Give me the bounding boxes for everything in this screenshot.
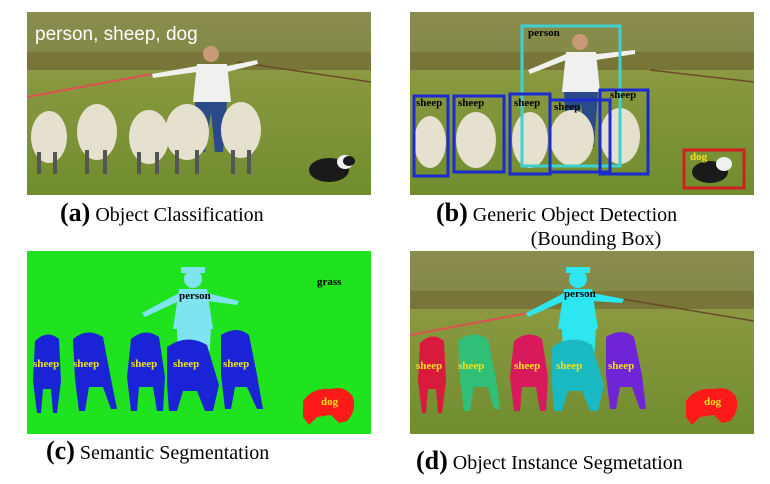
person-box-label: person — [528, 27, 560, 39]
person-bounding-box — [520, 24, 622, 168]
sheep-instance-mask — [606, 332, 646, 409]
instance-mask: person sheep sheep sheep sheep sheep dog — [410, 251, 754, 434]
caption-c: (c) Semantic Segmentation — [46, 436, 269, 466]
sheep-bounding-box — [452, 94, 506, 174]
person-mask-label: person — [179, 290, 211, 302]
sheep-box-label: sheep — [610, 89, 636, 101]
caption-a-text: Object Classification — [95, 204, 264, 226]
sheep-instance-mask — [510, 334, 548, 411]
caption-c-text: Semantic Segmentation — [79, 442, 270, 464]
sheep-box-label: sheep — [514, 97, 540, 109]
person-figure — [152, 46, 258, 152]
dog-bounding-box — [682, 148, 746, 190]
dog-instance-label: dog — [704, 396, 722, 408]
caption-c-letter: (c) — [46, 436, 75, 465]
sheep-bounding-box — [548, 98, 612, 174]
sheep-box-label: sheep — [416, 97, 442, 109]
caption-a-letter: (a) — [60, 198, 91, 227]
sheep-instance-label: sheep — [416, 360, 442, 372]
panel-c-image: grass person sheep sheep sheep sheep she… — [27, 251, 371, 434]
sheep-mask-label: sheep — [223, 358, 249, 370]
sheep-instance-mask — [552, 339, 604, 411]
panel-a-image: person, sheep, dog — [27, 12, 371, 195]
sheep-box-label: sheep — [554, 101, 580, 113]
semantic-mask: grass person sheep sheep sheep sheep she… — [27, 251, 371, 434]
panel-d-image: person sheep sheep sheep sheep sheep dog — [410, 251, 754, 434]
dog-figure — [692, 157, 732, 183]
sheep-instance-label: sheep — [556, 360, 582, 372]
dog-box-label: dog — [690, 151, 708, 163]
caption-b: (b) Generic Object Detection (Bounding B… — [436, 198, 736, 251]
sheep-bounding-box — [598, 88, 650, 176]
caption-a: (a) Object Classification — [60, 198, 264, 228]
caption-b-subtext: (Bounding Box) — [530, 228, 662, 250]
sheep-group-a — [31, 102, 261, 174]
sheep-mask-label: sheep — [131, 358, 157, 370]
caption-d-text: Object Instance Segmetation — [452, 452, 683, 474]
grass-label: grass — [317, 276, 342, 288]
dog-mask-label: dog — [321, 396, 339, 408]
sheep-instance-label: sheep — [458, 360, 484, 372]
sheep-instance-label: sheep — [514, 360, 540, 372]
sheep-box-label: sheep — [458, 97, 484, 109]
dog-mask — [303, 388, 355, 425]
sheep-mask-label: sheep — [33, 358, 59, 370]
sheep-instance-mask — [418, 336, 446, 413]
caption-b-text: Generic Object Detection — [472, 204, 678, 226]
caption-d: (d) Object Instance Segmetation — [416, 446, 683, 476]
sheep-mask-group — [33, 330, 263, 413]
dog-instance-mask — [686, 388, 738, 425]
caption-d-letter: (d) — [416, 446, 448, 475]
sheep-bounding-box — [412, 94, 450, 178]
person-instance-label: person — [564, 288, 596, 300]
sheep-instance-label: sheep — [608, 360, 634, 372]
dog-figure — [309, 155, 355, 182]
sheep-mask-label: sheep — [73, 358, 99, 370]
sheep-mask-label: sheep — [173, 358, 199, 370]
classification-labels: person, sheep, dog — [35, 24, 198, 45]
sheep-instance-mask — [458, 334, 500, 411]
panel-b-image: person sheep sheep sheep sheep sheep dog — [410, 12, 754, 195]
field-photo-b: person sheep sheep sheep sheep sheep dog — [410, 12, 754, 195]
field-photo-a: person, sheep, dog — [27, 12, 371, 195]
caption-b-letter: (b) — [436, 198, 468, 227]
